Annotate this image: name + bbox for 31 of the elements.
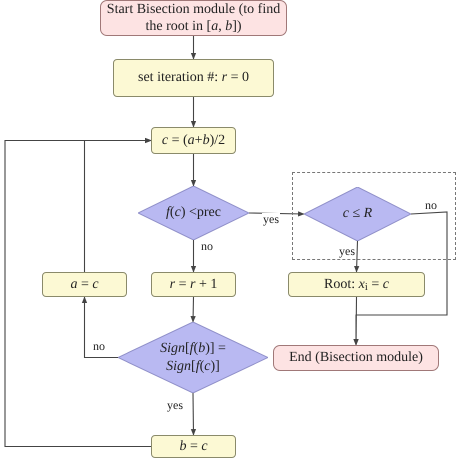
- node-text: r = r + 1: [170, 276, 218, 294]
- process-box: [42, 272, 127, 297]
- node-text: Start Bisection module (to find the root in [a, b]): [106, 0, 282, 36]
- node-text: f(c) <prec: [166, 204, 221, 222]
- arrow: [82, 296, 118, 358]
- node-text: c ≤ R: [342, 205, 372, 223]
- process-box: [288, 272, 425, 297]
- arrow: [354, 240, 360, 273]
- process-box: [151, 272, 236, 297]
- arrow: [4, 138, 152, 448]
- arrow: [190, 240, 196, 273]
- node-text: set iteration #: r = 0: [138, 69, 249, 87]
- dashed-group-box: [292, 172, 456, 260]
- node-text: Sign[f(b)] = Sign[f(c)]: [159, 340, 227, 375]
- node-text: a = c: [70, 276, 99, 294]
- arrow: [190, 154, 196, 187]
- arrow: [190, 296, 196, 323]
- process-box: [151, 435, 236, 458]
- node-text: End (Bisection module): [289, 349, 423, 367]
- node-text: c = (a+b)/2: [162, 132, 226, 150]
- process-box: [113, 59, 274, 97]
- arrow: [190, 97, 196, 128]
- arrow: [190, 393, 196, 436]
- arrow: [353, 297, 359, 346]
- node-text: Root: x$_{i}$ = c: [324, 276, 389, 294]
- arrow: [249, 211, 305, 217]
- terminal-box: [273, 345, 439, 371]
- arrow: [190, 36, 196, 60]
- edge-label: yes: [262, 213, 280, 225]
- node-text: b = c: [179, 438, 208, 456]
- process-box: [151, 127, 236, 154]
